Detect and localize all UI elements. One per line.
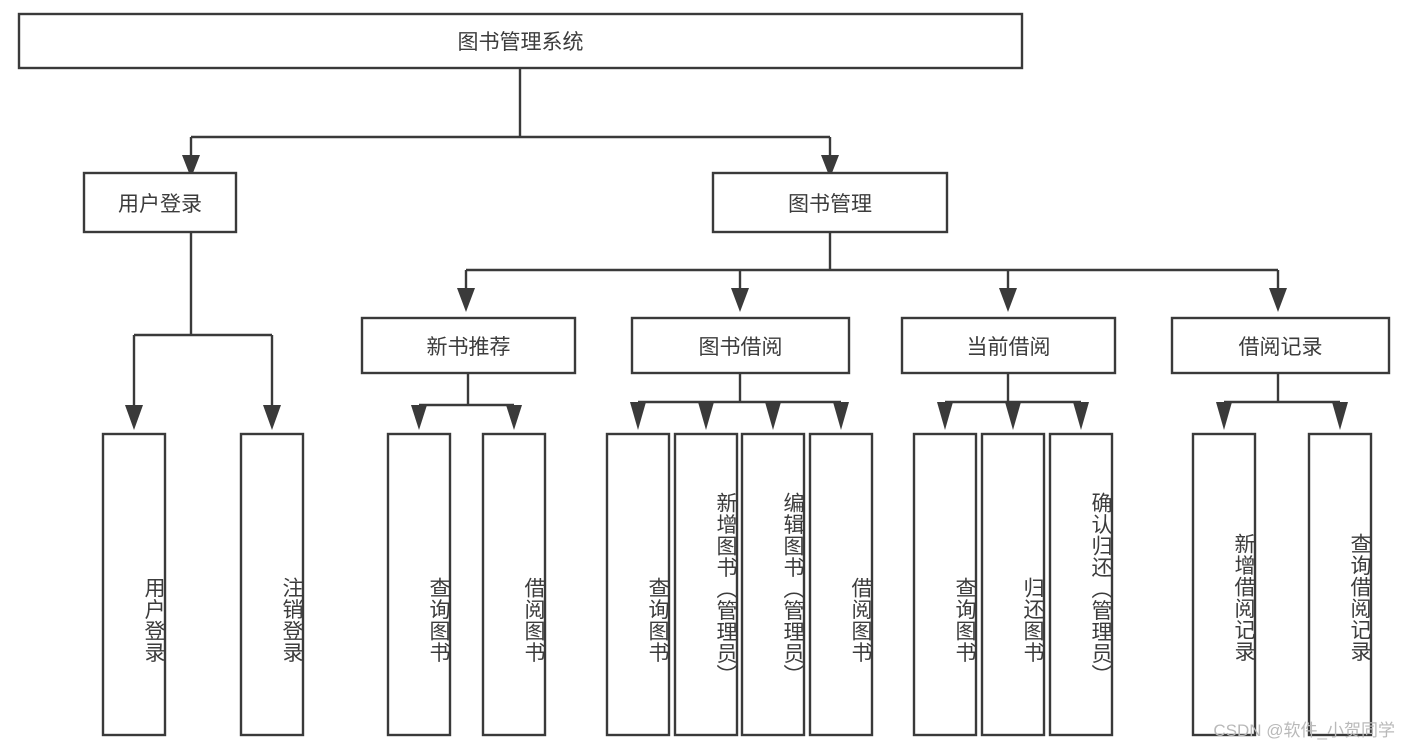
node-box-leaf-logout[interactable] [239,432,305,737]
arrow-to-cb-return [1005,402,1021,430]
arrow-to-nb-query [411,405,427,430]
arrow-to-new-book-recommend [457,288,475,312]
arrow-to-bb-query [630,402,646,430]
node-box-user-login[interactable] [82,171,238,234]
node-box-book-borrow[interactable] [630,316,851,375]
arrow-to-leaf-logout [263,405,281,430]
node-box-leaf-cb-confirm-return[interactable] [1048,432,1114,737]
arrow-to-leaf-user-login [125,405,143,430]
arrowheads-group [125,155,1348,430]
arrow-to-book-mgmt [821,155,839,178]
arrow-to-nb-borrow [506,405,522,430]
node-box-leaf-br-query-record[interactable] [1307,432,1373,737]
node-box-new-book-recommend[interactable] [360,316,577,375]
watermark-text: CSDN @软件_小贺同学 [1213,721,1395,740]
node-box-leaf-user-login[interactable] [101,432,167,737]
node-box-leaf-cb-return-book[interactable] [980,432,1046,737]
arrow-to-cb-query [937,402,953,430]
arrow-to-bb-borrow [833,402,849,430]
arrow-to-current-borrow [999,288,1017,312]
boxes-group [17,12,1391,737]
node-box-leaf-bb-query-book[interactable] [605,432,671,737]
node-box-leaf-br-add-record[interactable] [1191,432,1257,737]
node-box-leaf-bb-edit-book[interactable] [740,432,806,737]
arrow-to-br-query [1332,402,1348,430]
node-box-leaf-cb-query-book[interactable] [912,432,978,737]
node-box-borrow-record[interactable] [1170,316,1391,375]
node-box-current-borrow[interactable] [900,316,1117,375]
node-box-root[interactable] [17,12,1024,70]
arrow-to-book-borrow [731,288,749,312]
arrow-to-bb-add [698,402,714,430]
arrow-to-bb-edit [765,402,781,430]
arrow-to-user-login [182,155,200,178]
node-box-book-management[interactable] [711,171,949,234]
arrow-to-br-add [1216,402,1232,430]
node-box-leaf-nb-borrow-book[interactable] [481,432,547,737]
node-box-leaf-bb-borrow-book[interactable] [808,432,874,737]
arrow-to-cb-confirm [1073,402,1089,430]
node-box-leaf-nb-query-book[interactable] [386,432,452,737]
node-box-leaf-bb-add-book[interactable] [673,432,739,737]
arrow-to-borrow-record [1269,288,1287,312]
